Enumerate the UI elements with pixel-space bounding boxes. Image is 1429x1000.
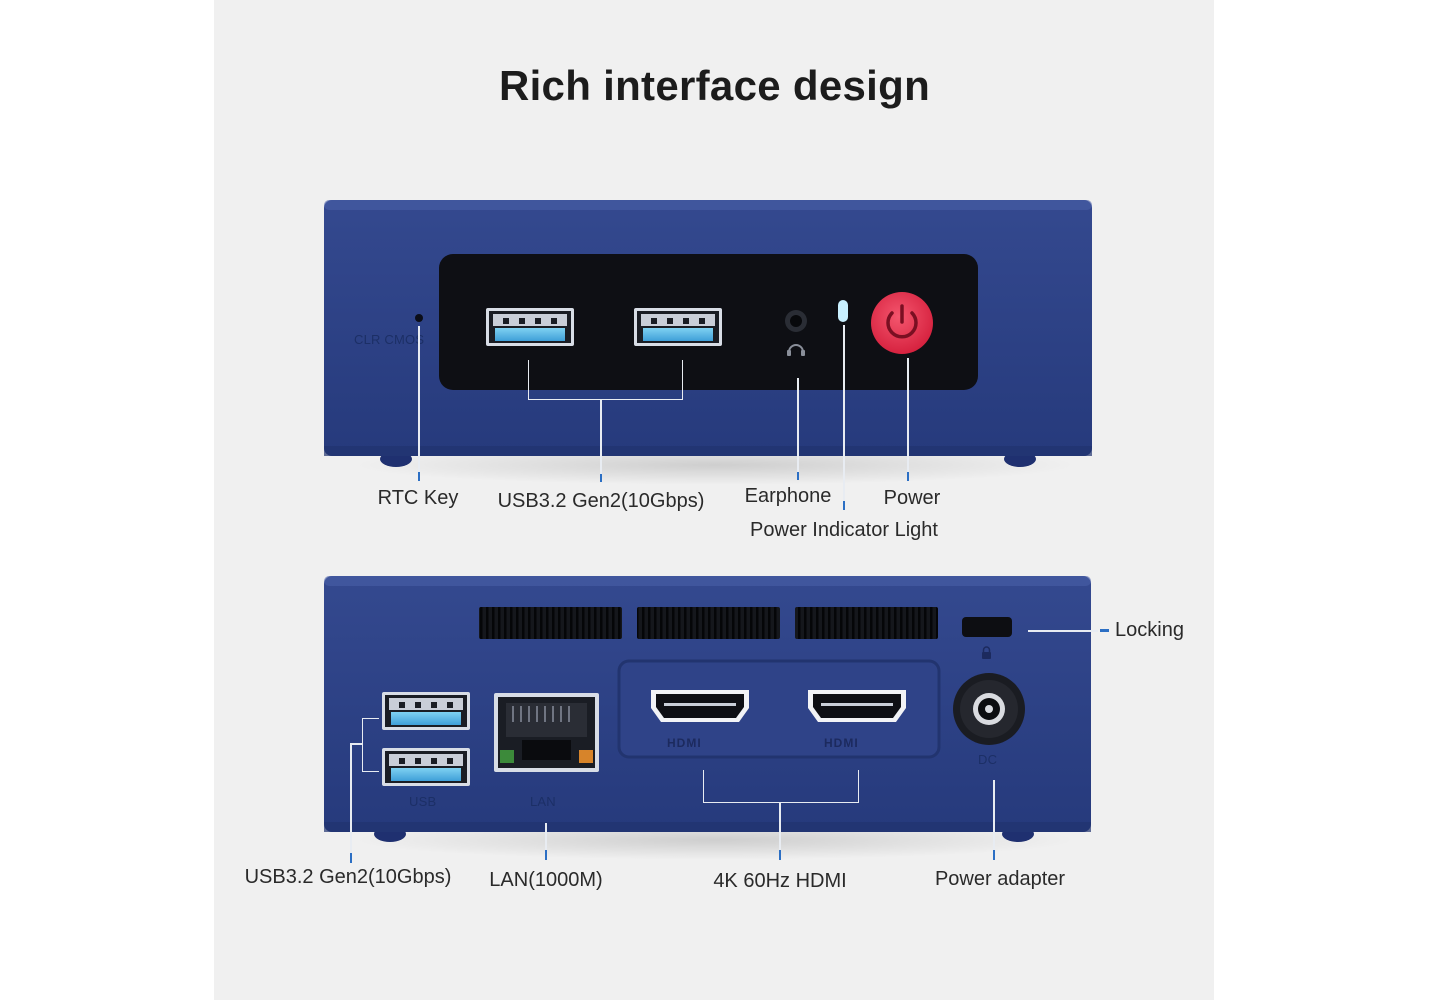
earphone-leader <box>797 472 799 480</box>
lan-leader <box>545 850 547 860</box>
vent-3 <box>795 607 938 639</box>
hdmi-port-1 <box>651 690 749 722</box>
hdmi-logo-2: HDMI <box>824 736 859 750</box>
dc-jack <box>953 673 1025 745</box>
label-earphone: Earphone <box>744 485 832 507</box>
lan-leader-white <box>545 823 547 853</box>
front-usb-port-1 <box>486 308 574 346</box>
front-device <box>324 200 1092 467</box>
label-lan: LAN(1000M) <box>489 869 603 891</box>
rtc-leader <box>418 472 420 481</box>
hdmi-logo-1: HDMI <box>667 736 702 750</box>
label-rear-usb: USB3.2 Gen2(10Gbps) <box>244 866 452 888</box>
power-indicator-light <box>838 300 848 322</box>
hdmi-leader <box>779 850 781 860</box>
hdmi-leader-white <box>779 803 781 853</box>
dc-leader <box>993 850 995 860</box>
vent-1 <box>479 607 622 639</box>
rear-usb-port-2 <box>382 748 470 786</box>
front-usb-leader <box>600 474 602 482</box>
indicator-leader-white <box>843 325 845 503</box>
rear-usb-text: USB <box>409 794 437 809</box>
lock-icon <box>982 646 991 659</box>
rear-dc-text: DC <box>978 752 998 767</box>
hdmi-port-2 <box>808 690 906 722</box>
rear-usb-leader-white <box>350 743 352 853</box>
label-power: Power <box>883 487 941 509</box>
rtc-leader-white <box>418 326 420 478</box>
clr-cmos-hole <box>415 314 423 322</box>
hdmi-bracket <box>703 770 859 803</box>
label-power-adapter: Power adapter <box>934 868 1066 890</box>
page-title: Rich interface design <box>498 62 931 109</box>
front-usb-bracket <box>528 360 683 400</box>
hdmi-recess <box>617 659 941 759</box>
front-usb-leader-white <box>600 400 602 482</box>
rear-usb-bracket <box>362 718 379 772</box>
earphone-leader-white <box>797 378 799 478</box>
lan-port <box>494 693 599 772</box>
front-usb-port-2 <box>634 308 722 346</box>
earphone-jack <box>785 310 807 356</box>
dc-leader-white <box>993 780 995 852</box>
label-power-indicator: Power Indicator Light <box>750 519 938 541</box>
rear-lan-text: LAN <box>530 794 556 809</box>
rear-usb-leader <box>350 853 352 863</box>
indicator-leader <box>843 501 845 510</box>
label-hdmi: 4K 60Hz HDMI <box>713 870 847 892</box>
label-front-usb: USB3.2 Gen2(10Gbps) <box>497 490 705 512</box>
rear-usb-bracket-stub <box>350 743 362 745</box>
vent-2 <box>637 607 780 639</box>
rear-device <box>324 576 1091 842</box>
lock-leader-white <box>1028 630 1098 632</box>
rear-usb-port-1 <box>382 692 470 730</box>
lock-slot <box>962 617 1012 637</box>
label-locking: Locking <box>1115 619 1184 641</box>
lock-leader <box>1100 629 1109 632</box>
power-button <box>871 292 933 354</box>
clr-cmos-text: CLR CMOS <box>354 332 425 347</box>
power-leader-white <box>907 358 909 478</box>
label-rtc-key: RTC Key <box>377 487 459 509</box>
power-leader <box>907 472 909 481</box>
